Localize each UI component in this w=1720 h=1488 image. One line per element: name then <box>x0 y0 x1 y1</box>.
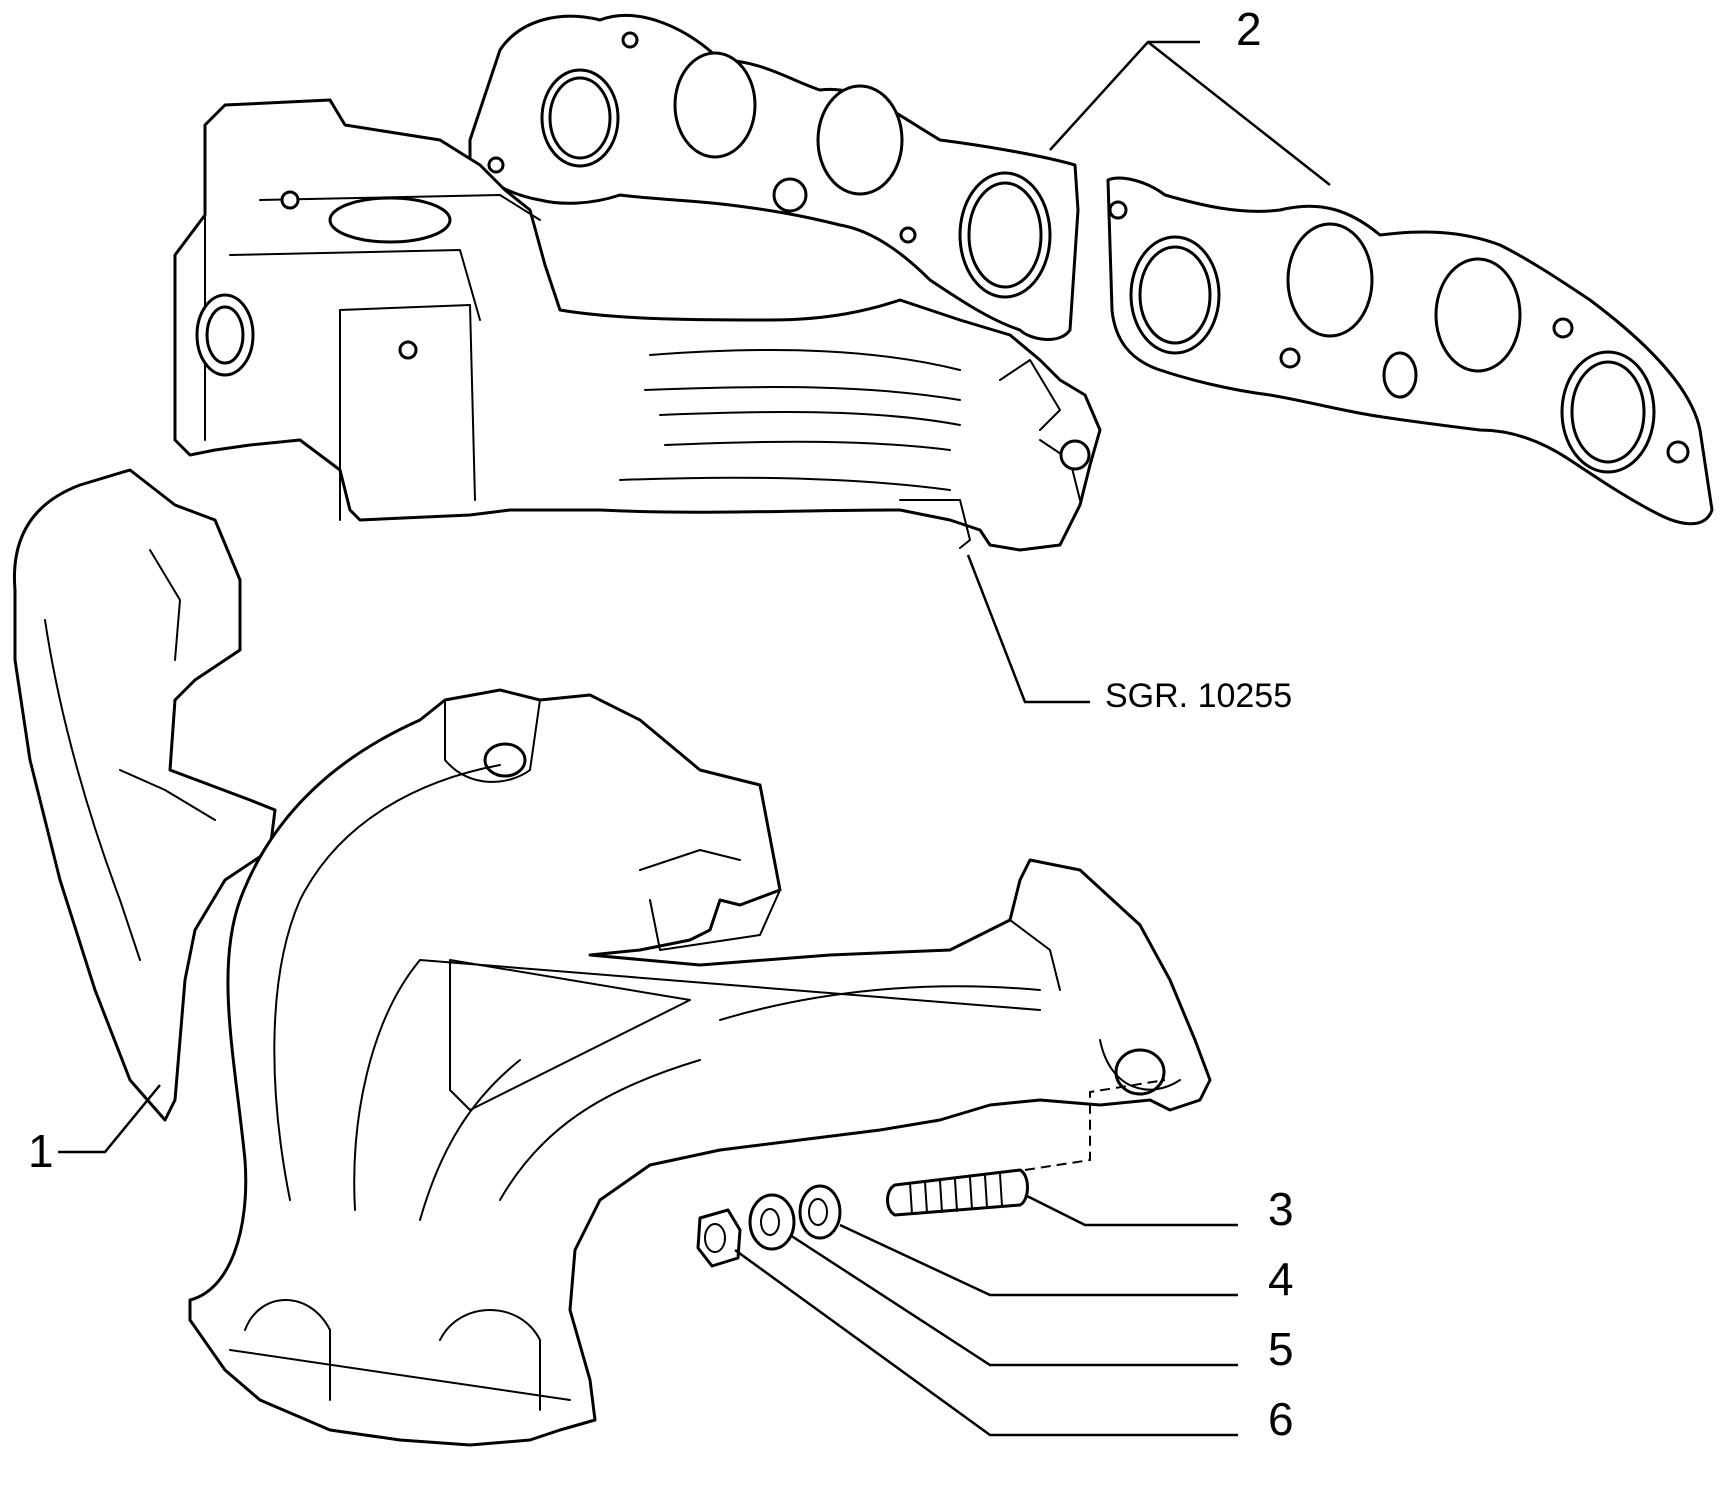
callout-5: 5 <box>1268 1323 1294 1375</box>
reference-label: SGR. 10255 <box>1105 677 1292 715</box>
callout-3: 3 <box>1268 1183 1294 1235</box>
leader-lines <box>58 40 1331 1437</box>
washer-spring <box>748 1193 796 1251</box>
callout-6: 6 <box>1268 1393 1294 1445</box>
leader-line-6 <box>734 1248 1238 1437</box>
callout-labels: 1 2 3 4 5 6 SGR. 10255 <box>28 3 1294 1445</box>
leader-line-1 <box>58 1084 161 1154</box>
leader-line-5 <box>789 1233 1238 1367</box>
leader-line-4 <box>839 1223 1238 1297</box>
exhaust-manifold <box>12 468 1212 1447</box>
gasket-right-section <box>1106 176 1714 526</box>
gasket-left-section <box>468 14 1080 341</box>
assembly-dashed-line <box>1024 1079 1166 1171</box>
leader-line-reference <box>966 554 1090 704</box>
hex-nut <box>696 1208 742 1268</box>
leader-line-3 <box>1024 1193 1238 1227</box>
stud-bolt <box>886 1168 1029 1217</box>
callout-2: 2 <box>1236 3 1262 55</box>
callout-4: 4 <box>1268 1253 1294 1305</box>
intake-manifold <box>173 98 1102 552</box>
washer-flat <box>798 1184 842 1240</box>
leader-line-2 <box>1049 40 1200 151</box>
callout-1: 1 <box>28 1125 54 1177</box>
